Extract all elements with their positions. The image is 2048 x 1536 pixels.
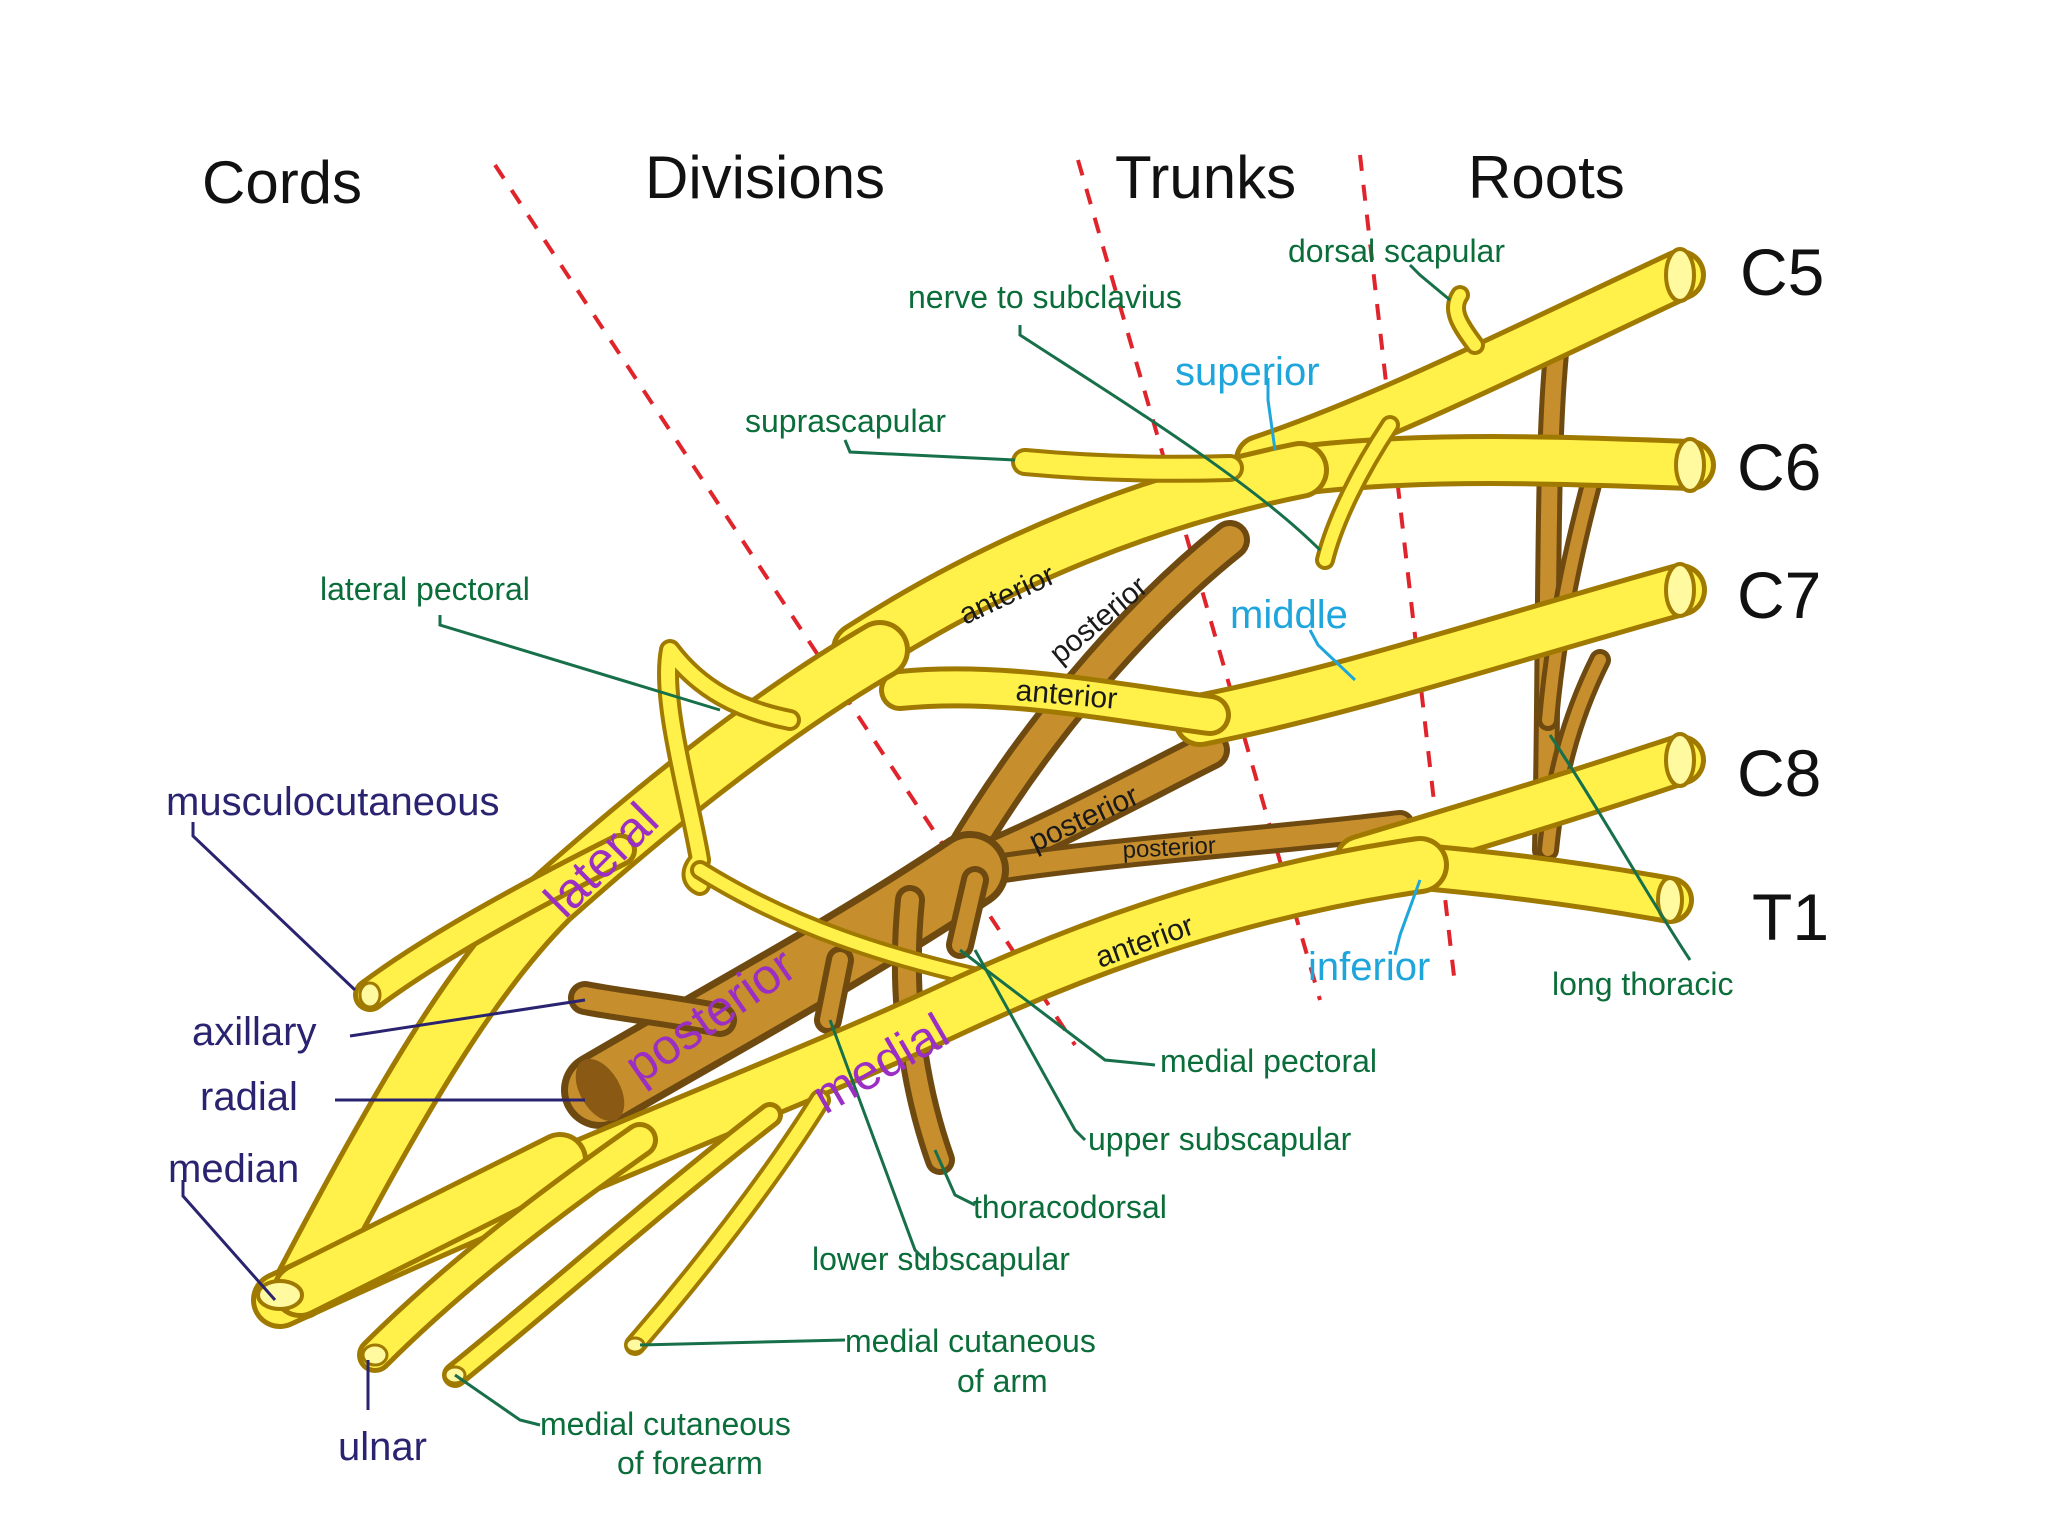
label-ulnar: ulnar (338, 1425, 427, 1469)
root-label-c5: C5 (1740, 235, 1824, 309)
region-label-roots: Roots (1468, 144, 1625, 211)
region-label-divisions: Divisions (645, 144, 885, 211)
label-medial-cutaneous-arm-line1: medial cutaneous (845, 1323, 1096, 1359)
division-label-posterior-lower: posterior (1122, 832, 1217, 864)
label-axillary: axillary (192, 1010, 316, 1054)
root-label-c7: C7 (1737, 558, 1821, 632)
label-lateral-pectoral: lateral pectoral (320, 571, 530, 607)
divider-divisions-trunks (1076, 159, 1322, 1001)
root-label-c6: C6 (1737, 430, 1821, 504)
label-thoracodorsal: thoracodorsal (973, 1189, 1167, 1225)
label-medial-pectoral: medial pectoral (1160, 1043, 1377, 1079)
label-medial-cutaneous-arm-line2: of arm (957, 1363, 1048, 1399)
label-lower-subscapular: lower subscapular (812, 1241, 1070, 1277)
label-dorsal-scapular: dorsal scapular (1288, 233, 1505, 269)
label-suprascapular: suprascapular (745, 403, 946, 439)
label-long-thoracic: long thoracic (1552, 966, 1733, 1002)
label-medial-cutaneous-forearm-line2: of forearm (617, 1445, 763, 1481)
region-label-trunks: Trunks (1115, 144, 1296, 211)
region-headings: Cords Divisions Trunks Roots (202, 144, 1625, 216)
branch-labels: dorsal scapular nerve to subclavius supr… (320, 233, 1733, 1481)
root-labels: C5 C6 C7 C8 T1 (1737, 235, 1829, 954)
label-upper-subscapular: upper subscapular (1088, 1121, 1352, 1157)
label-radial: radial (200, 1075, 298, 1119)
label-medial-cutaneous-forearm-line1: medial cutaneous (540, 1406, 791, 1442)
leader-lines (181, 263, 1692, 1427)
trunk-labels: superior middle inferior (1175, 350, 1430, 989)
terminal-labels: musculocutaneous axillary radial median … (166, 780, 500, 1469)
region-label-cords: Cords (202, 149, 362, 216)
yellow-nerves (251, 247, 1716, 1388)
label-nerve-to-subclavius: nerve to subclavius (908, 279, 1182, 315)
root-label-c8: C8 (1737, 736, 1821, 810)
root-label-t1: T1 (1752, 880, 1829, 954)
label-musculocutaneous: musculocutaneous (166, 780, 500, 824)
trunk-label-middle: middle (1230, 593, 1348, 637)
trunk-label-inferior: inferior (1308, 945, 1430, 989)
label-median: median (168, 1147, 299, 1191)
trunk-label-superior: superior (1175, 350, 1320, 394)
